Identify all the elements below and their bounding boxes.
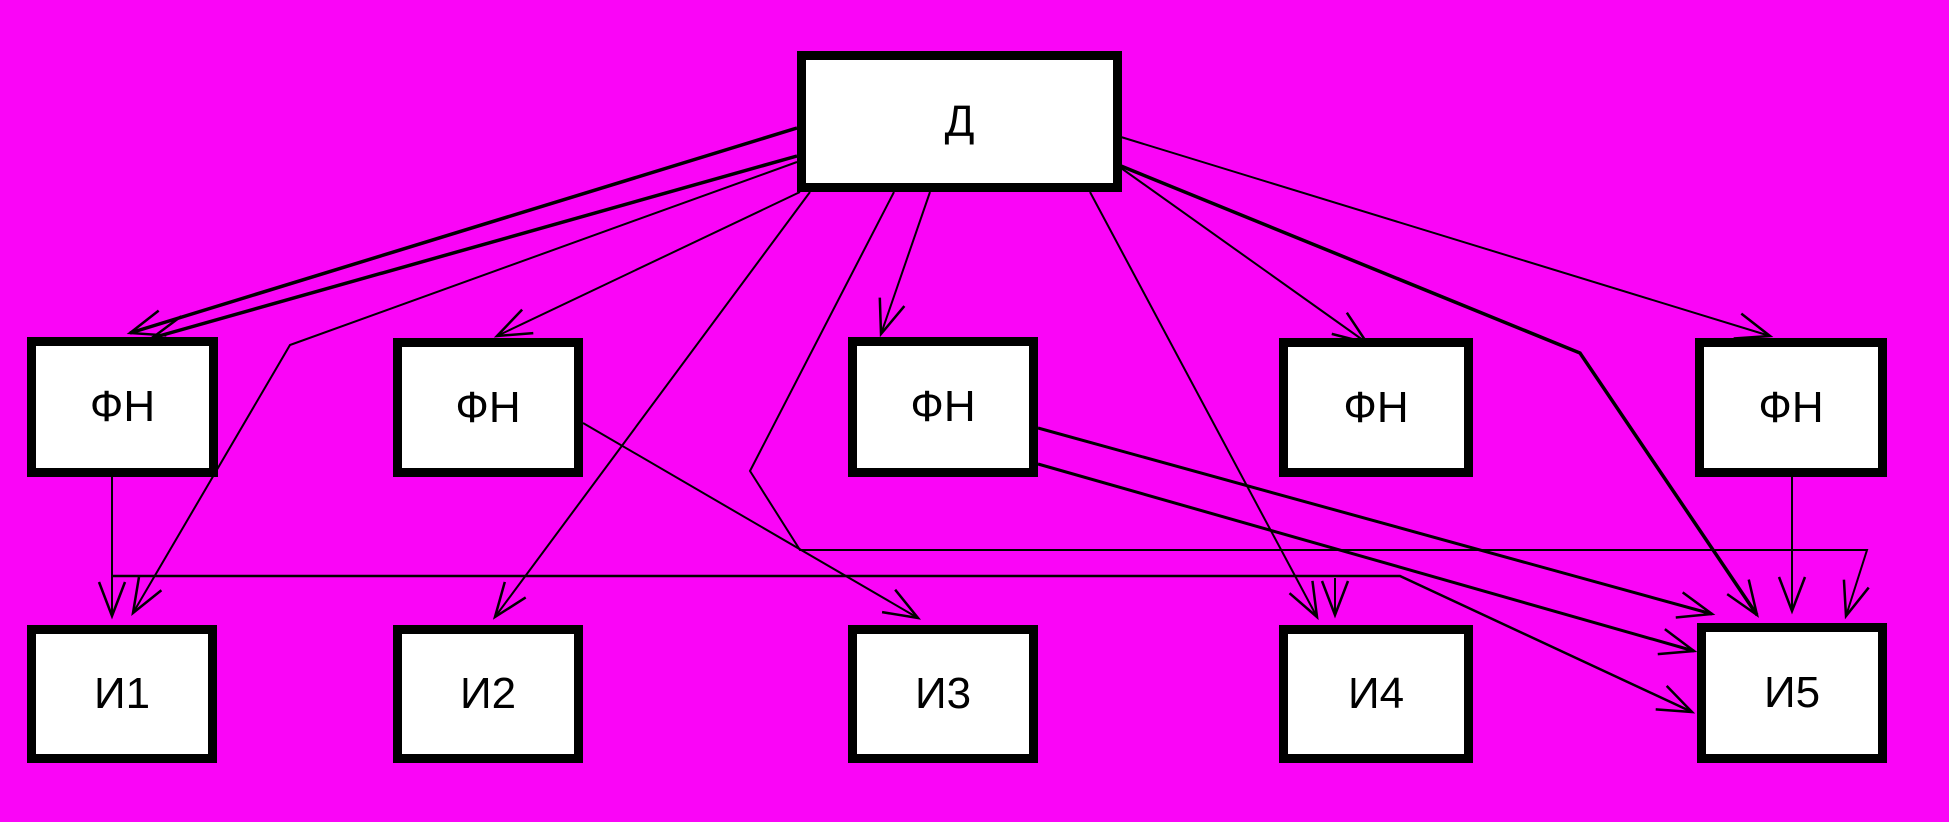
edge-fn2-i3-14	[582, 422, 922, 620]
node-label-fn5: ФН	[1758, 382, 1824, 432]
edge-d-fn3-4	[878, 191, 931, 338]
node-label-i4: И4	[1347, 669, 1405, 718]
node-label-i1: И1	[93, 669, 151, 718]
node-label-fn1: ФН	[89, 382, 156, 431]
edge-fn3-i5-16	[1037, 462, 1698, 656]
node-label-fn3: ФН	[910, 382, 976, 431]
node-fn2: ФН	[393, 338, 583, 477]
node-d: Д	[797, 51, 1122, 192]
node-label-fn2: ФН	[455, 382, 521, 432]
edge-d-fn5-8	[1120, 136, 1774, 340]
node-label-d: Д	[944, 96, 975, 146]
edge-d-i1-10	[131, 161, 798, 617]
node-label-i3: И3	[914, 669, 972, 718]
edge-d-fn4-7	[1120, 167, 1370, 346]
node-i2: И2	[393, 625, 583, 763]
edge-d-fn2-2	[493, 191, 801, 338]
node-fn4: ФН	[1279, 338, 1473, 477]
node-fn3: ФН	[848, 337, 1038, 477]
edge-d-i2-3	[492, 191, 811, 620]
edge-d-fn1-0	[126, 126, 798, 337]
node-label-i5: И5	[1763, 668, 1821, 717]
edge-fn1-i5-12	[112, 574, 1696, 714]
node-fn1: ФН	[27, 337, 218, 477]
node-i4: И4	[1279, 625, 1473, 763]
node-i5: И5	[1697, 623, 1887, 763]
edge-d-i5-9	[1120, 164, 1759, 618]
edge-d-fn1-1	[148, 154, 798, 343]
node-label-i2: И2	[459, 669, 517, 718]
edge-d-i4-6	[1089, 191, 1319, 621]
node-i1: И1	[27, 625, 217, 763]
node-i3: И3	[848, 625, 1038, 763]
node-fn5: ФН	[1695, 338, 1887, 477]
edge-fn3-i5-15	[1037, 426, 1716, 619]
node-label-fn4: ФН	[1343, 382, 1409, 432]
